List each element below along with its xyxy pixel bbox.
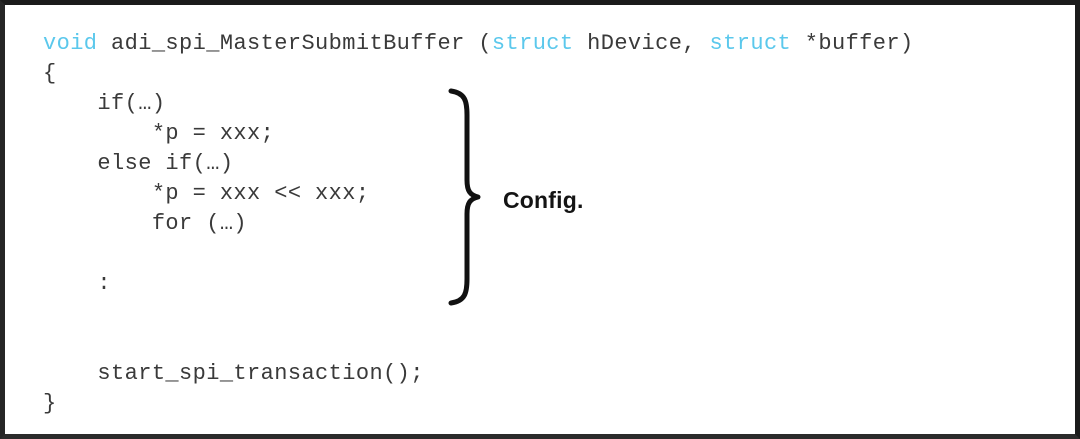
code-token: *p = xxx; [43,121,275,146]
config-annotation-label: Config. [503,187,584,213]
code-token: if(…) [43,91,166,116]
code-token [43,301,57,326]
code-line: start_spi_transaction(); [43,359,1053,389]
code-token: adi_spi_MasterSubmitBuffer ( [97,31,492,56]
code-token [43,241,57,266]
code-token: : [43,271,112,296]
code-line: } [43,389,1053,419]
code-token: start_spi_transaction(); [43,361,424,386]
code-token: hDevice, [573,31,710,56]
code-keyword: struct [491,31,574,56]
code-line: *p = xxx; [43,119,1053,149]
code-listing: void adi_spi_MasterSubmitBuffer (struct … [43,29,1053,419]
code-token [43,331,57,356]
code-keyword: struct [709,31,792,56]
code-line: if(…) [43,89,1053,119]
code-line [43,329,1053,359]
figure-content-area: void adi_spi_MasterSubmitBuffer (struct … [5,5,1075,434]
curly-brace-icon [445,87,485,307]
code-token: *p = xxx << xxx; [43,181,370,206]
code-line: else if(…) [43,149,1053,179]
code-line: *p = xxx << xxx; [43,179,1053,209]
code-token: } [43,391,57,416]
code-keyword: void [43,31,98,56]
code-token: for (…) [43,211,248,236]
code-line [43,239,1053,269]
code-token: *buffer) [791,31,914,56]
code-line: for (…) [43,209,1053,239]
code-token: else if(…) [43,151,234,176]
code-line: void adi_spi_MasterSubmitBuffer (struct … [43,29,1053,59]
code-token: { [43,61,57,86]
code-line [43,299,1053,329]
code-line: : [43,269,1053,299]
code-line: { [43,59,1053,89]
